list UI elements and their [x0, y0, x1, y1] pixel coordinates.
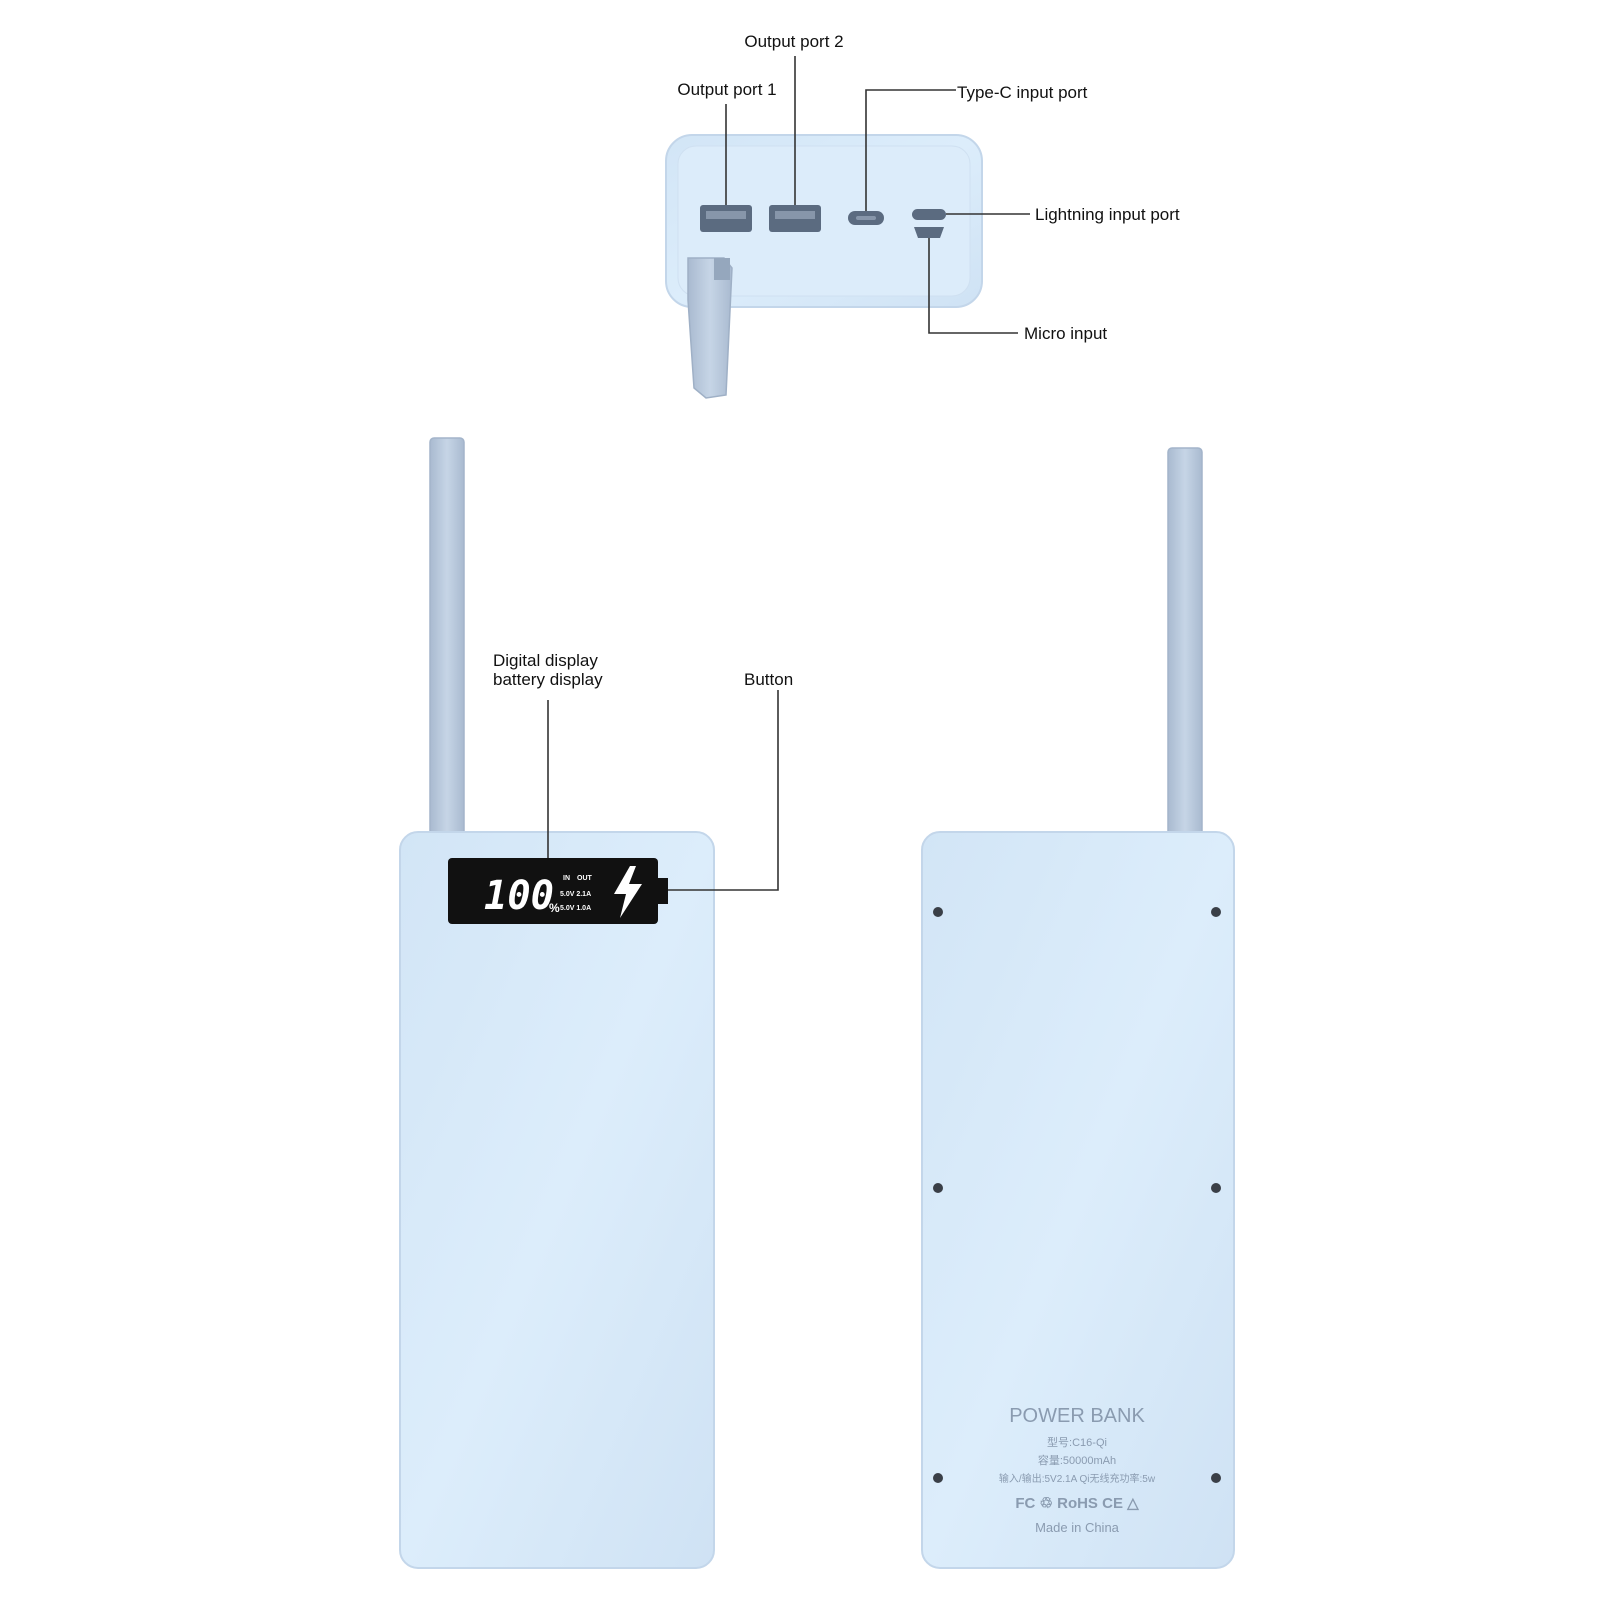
back-view-body — [921, 831, 1235, 1569]
screw-icon — [1211, 1183, 1221, 1193]
front-view-strap — [429, 437, 465, 839]
lcd-percent-value: 100 — [484, 873, 554, 919]
back-label-capacity: 容量:50000mAh — [1038, 1453, 1116, 1467]
screw-icon — [1211, 1473, 1221, 1483]
lcd-out-label: OUT — [577, 875, 593, 882]
back-label-brand: POWER BANK — [1009, 1405, 1145, 1427]
callout-output-port-1: Output port 1 — [677, 80, 776, 99]
usb-a-port-icon — [700, 205, 752, 232]
end-view-strap-clip — [714, 258, 730, 280]
back-label-model: 型号:C16-Qi — [1047, 1435, 1107, 1449]
lcd-in-label: IN — [563, 875, 570, 882]
screw-icon — [933, 907, 943, 917]
lightning-bolt-icon — [614, 866, 642, 918]
front-view: 100 % IN OUT 5.0V 2.1A 5.0V 1.0A — [399, 437, 715, 1569]
callout-micro-input: Micro input — [1024, 324, 1107, 343]
callout-type-c-input: Type-C input port — [957, 83, 1088, 102]
screw-icon — [933, 1183, 943, 1193]
end-view-face — [677, 145, 971, 297]
callout-output-port-2: Output port 2 — [744, 32, 843, 51]
back-label-certs: FC ♲ RoHS CE △ — [1015, 1495, 1139, 1512]
front-view-leaders — [547, 690, 779, 891]
lcd-percent-sign: % — [549, 901, 560, 915]
screw-icon — [1211, 907, 1221, 917]
front-view-body — [399, 831, 715, 1569]
callout-digital-display-line-1: Digital display — [493, 651, 598, 670]
digital-display: 100 % IN OUT 5.0V 2.1A 5.0V 1.0A — [448, 858, 668, 924]
lcd-row-2: 5.0V 1.0A — [560, 905, 591, 912]
callout-button: Button — [744, 670, 793, 689]
usb-c-port-icon — [848, 211, 884, 225]
back-label-io-spec: 输入/输出:5V2.1A Qi无线充功率:5w — [999, 1472, 1156, 1485]
back-view-strap — [1167, 447, 1203, 839]
callout-lightning-input: Lightning input port — [1035, 205, 1180, 224]
micro-usb-port-icon — [914, 227, 944, 238]
usb-a-port-icon — [769, 205, 821, 232]
lcd-row-1: 5.0V 2.1A — [560, 891, 591, 898]
screw-icon — [933, 1473, 943, 1483]
end-view — [665, 134, 983, 399]
back-label-origin: Made in China — [1035, 1520, 1120, 1535]
lcd-screen — [448, 858, 658, 924]
end-view-leaders — [725, 56, 1030, 334]
callout-digital-display-line-2: battery display — [493, 670, 603, 689]
lightning-port-icon — [912, 209, 946, 220]
back-view: POWER BANK 型号:C16-Qi 容量:50000mAh 输入/输出:5… — [921, 447, 1235, 1569]
lcd-battery-nub — [658, 878, 668, 904]
